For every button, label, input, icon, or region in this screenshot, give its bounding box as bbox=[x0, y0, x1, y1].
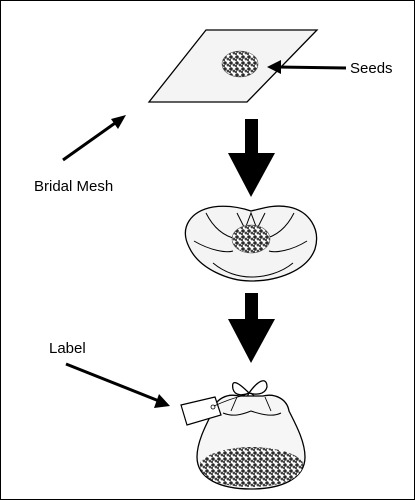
step-down-arrow-2 bbox=[228, 293, 275, 363]
seeds-pointer-arrow bbox=[267, 60, 346, 74]
seed-pile bbox=[222, 51, 258, 77]
seed-pile-gathered bbox=[232, 225, 270, 253]
label-pointer-arrow bbox=[66, 364, 170, 408]
packet-bow bbox=[233, 381, 267, 395]
seed-pile-bagged bbox=[200, 447, 303, 487]
step-down-arrow-1 bbox=[228, 119, 275, 197]
bridal-mesh-pointer-arrow bbox=[63, 115, 126, 160]
bridal-mesh-label: Bridal Mesh bbox=[34, 178, 113, 195]
label-label: Label bbox=[49, 340, 86, 357]
gathered-mesh-step bbox=[185, 206, 316, 281]
seeds-label: Seeds bbox=[350, 60, 393, 77]
tied-seed-packet-step bbox=[181, 381, 305, 489]
